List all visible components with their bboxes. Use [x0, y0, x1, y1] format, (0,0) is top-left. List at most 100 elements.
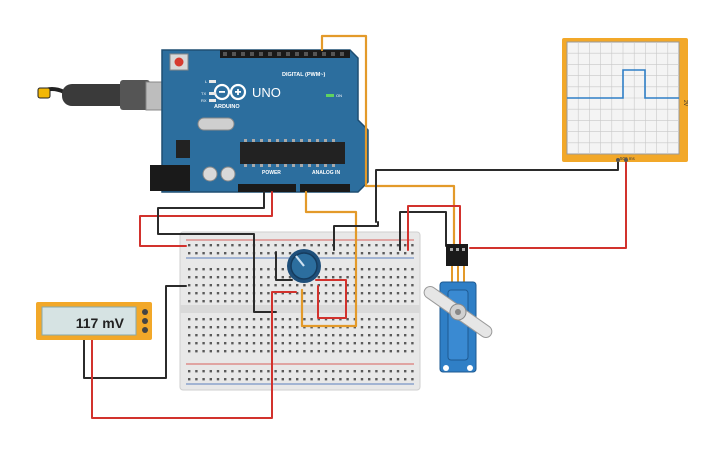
breadboard-hole[interactable] [310, 370, 313, 373]
breadboard-hole[interactable] [353, 276, 356, 279]
breadboard-hole[interactable] [260, 370, 263, 373]
breadboard-hole[interactable] [382, 342, 385, 345]
breadboard-hole[interactable] [195, 326, 198, 329]
breadboard-hole[interactable] [245, 326, 248, 329]
breadboard-hole[interactable] [411, 370, 414, 373]
breadboard-hole[interactable] [238, 244, 241, 247]
breadboard-hole[interactable] [245, 342, 248, 345]
multimeter-jack[interactable] [142, 309, 148, 315]
breadboard-hole[interactable] [404, 244, 407, 247]
breadboard-hole[interactable] [274, 350, 277, 353]
breadboard-hole[interactable] [332, 268, 335, 271]
breadboard-hole[interactable] [353, 284, 356, 287]
breadboard-hole[interactable] [288, 370, 292, 373]
breadboard-hole[interactable] [396, 342, 400, 345]
breadboard-hole[interactable] [339, 350, 342, 353]
breadboard-hole[interactable] [346, 252, 349, 255]
red-wire-5v[interactable] [139, 191, 273, 247]
breadboard-hole[interactable] [382, 334, 385, 337]
breadboard-hole[interactable] [324, 318, 328, 321]
breadboard-hole[interactable] [382, 284, 385, 287]
breadboard-hole[interactable] [389, 276, 392, 279]
breadboard-hole[interactable] [375, 268, 378, 271]
breadboard-hole[interactable] [360, 276, 364, 279]
breadboard-hole[interactable] [353, 300, 356, 303]
breadboard-hole[interactable] [188, 350, 191, 353]
breadboard-hole[interactable] [332, 378, 335, 381]
breadboard-hole[interactable] [209, 276, 212, 279]
breadboard-hole[interactable] [195, 300, 198, 303]
breadboard-hole[interactable] [317, 326, 320, 329]
breadboard-hole[interactable] [404, 268, 407, 271]
breadboard-hole[interactable] [281, 300, 284, 303]
breadboard-hole[interactable] [360, 370, 364, 373]
breadboard-hole[interactable] [332, 334, 335, 337]
breadboard-hole[interactable] [188, 292, 191, 295]
breadboard-hole[interactable] [411, 300, 414, 303]
breadboard-hole[interactable] [375, 378, 378, 381]
analog-header[interactable] [300, 184, 350, 192]
breadboard-hole[interactable] [396, 378, 400, 381]
breadboard-hole[interactable] [288, 350, 292, 353]
breadboard-hole[interactable] [195, 318, 198, 321]
breadboard-hole[interactable] [267, 252, 270, 255]
breadboard-hole[interactable] [267, 370, 270, 373]
breadboard-hole[interactable] [281, 350, 284, 353]
breadboard-hole[interactable] [317, 284, 320, 287]
potentiometer[interactable] [287, 249, 321, 283]
breadboard-hole[interactable] [389, 378, 392, 381]
breadboard-hole[interactable] [224, 252, 227, 255]
breadboard-hole[interactable] [404, 370, 407, 373]
breadboard-hole[interactable] [332, 252, 335, 255]
breadboard-hole[interactable] [216, 350, 220, 353]
breadboard-hole[interactable] [260, 300, 263, 303]
breadboard-hole[interactable] [317, 342, 320, 345]
breadboard-hole[interactable] [274, 284, 277, 287]
breadboard-hole[interactable] [267, 284, 270, 287]
breadboard-hole[interactable] [324, 370, 328, 373]
breadboard-hole[interactable] [231, 370, 234, 373]
breadboard-hole[interactable] [245, 244, 248, 247]
breadboard-hole[interactable] [310, 350, 313, 353]
breadboard-hole[interactable] [245, 350, 248, 353]
breadboard-hole[interactable] [324, 244, 328, 247]
breadboard-hole[interactable] [353, 342, 356, 345]
breadboard-hole[interactable] [238, 326, 241, 329]
breadboard-hole[interactable] [216, 244, 220, 247]
breadboard-hole[interactable] [375, 276, 378, 279]
breadboard-hole[interactable] [303, 244, 306, 247]
breadboard-hole[interactable] [396, 318, 400, 321]
breadboard-hole[interactable] [238, 292, 241, 295]
breadboard-hole[interactable] [303, 378, 306, 381]
breadboard-hole[interactable] [339, 300, 342, 303]
breadboard-hole[interactable] [375, 334, 378, 337]
breadboard-hole[interactable] [209, 326, 212, 329]
breadboard-hole[interactable] [188, 252, 191, 255]
breadboard-hole[interactable] [332, 370, 335, 373]
breadboard-hole[interactable] [324, 378, 328, 381]
black-wire-meter[interactable] [83, 285, 187, 379]
breadboard-hole[interactable] [267, 350, 270, 353]
breadboard-hole[interactable] [231, 326, 234, 329]
breadboard-hole[interactable] [238, 284, 241, 287]
breadboard-hole[interactable] [375, 252, 378, 255]
breadboard-hole[interactable] [216, 268, 220, 271]
breadboard-hole[interactable] [281, 284, 284, 287]
oscilloscope-probe[interactable] [616, 158, 620, 162]
breadboard-hole[interactable] [281, 378, 284, 381]
breadboard-hole[interactable] [389, 334, 392, 337]
breadboard-hole[interactable] [281, 252, 284, 255]
breadboard-hole[interactable] [238, 252, 241, 255]
breadboard-hole[interactable] [353, 318, 356, 321]
breadboard-hole[interactable] [202, 268, 205, 271]
breadboard-hole[interactable] [346, 350, 349, 353]
breadboard-hole[interactable] [404, 334, 407, 337]
black-wire-scope-gnd[interactable] [375, 159, 619, 223]
breadboard-hole[interactable] [245, 370, 248, 373]
breadboard-hole[interactable] [260, 268, 263, 271]
breadboard-hole[interactable] [216, 342, 220, 345]
breadboard-hole[interactable] [281, 342, 284, 345]
breadboard-hole[interactable] [260, 252, 263, 255]
breadboard-hole[interactable] [296, 334, 299, 337]
breadboard-hole[interactable] [339, 244, 342, 247]
